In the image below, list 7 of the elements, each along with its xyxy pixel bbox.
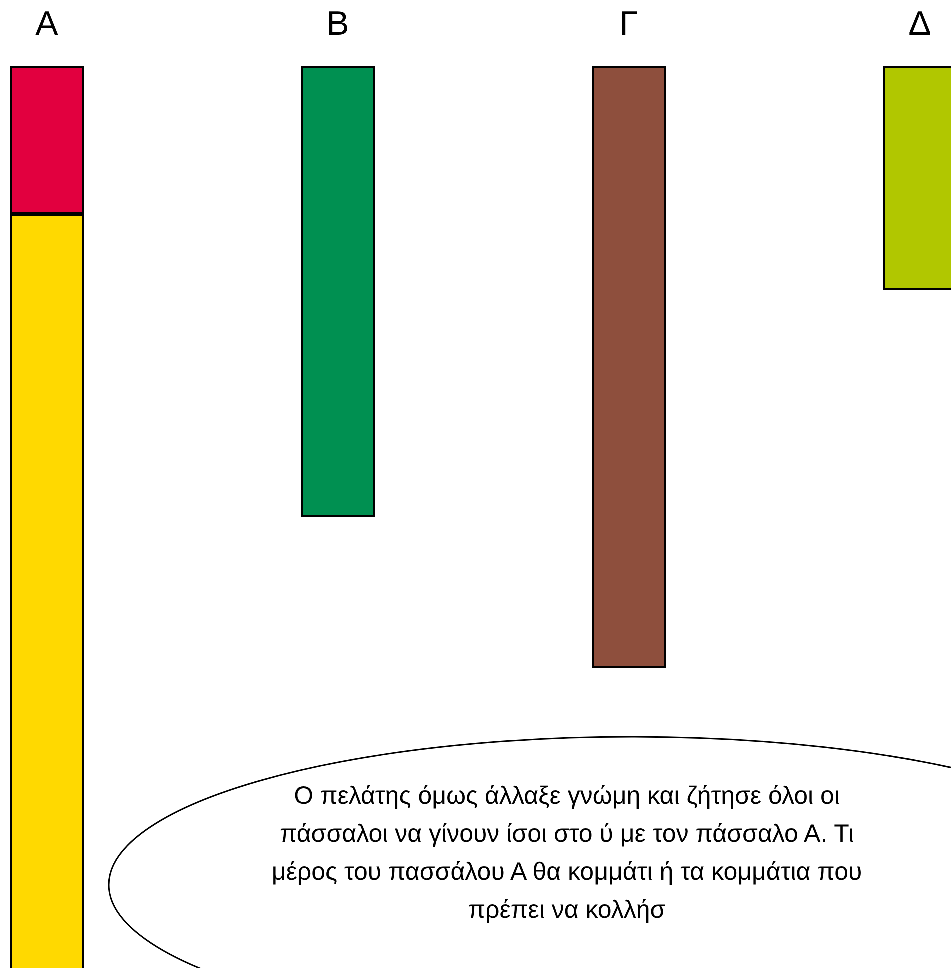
peg-label: Α — [36, 4, 58, 44]
peg-label: Δ — [908, 4, 932, 44]
bar-segment — [10, 214, 84, 968]
peg-label: Β — [326, 4, 350, 44]
bar-segment — [10, 66, 84, 214]
peg-label: Γ — [620, 4, 638, 44]
bubble-text: Ο πελάτης όμως άλλαξε γνώμη και ζήτησε όλοι οι πάσσαλοι να γίνουν ίσοι στο ύ με τον πάσσαλο Α. Τι μέρος του πασσάλου Α θα κομμάτι ή τα κομμάτια που πρέπει να κολλήσ — [270, 781, 864, 926]
